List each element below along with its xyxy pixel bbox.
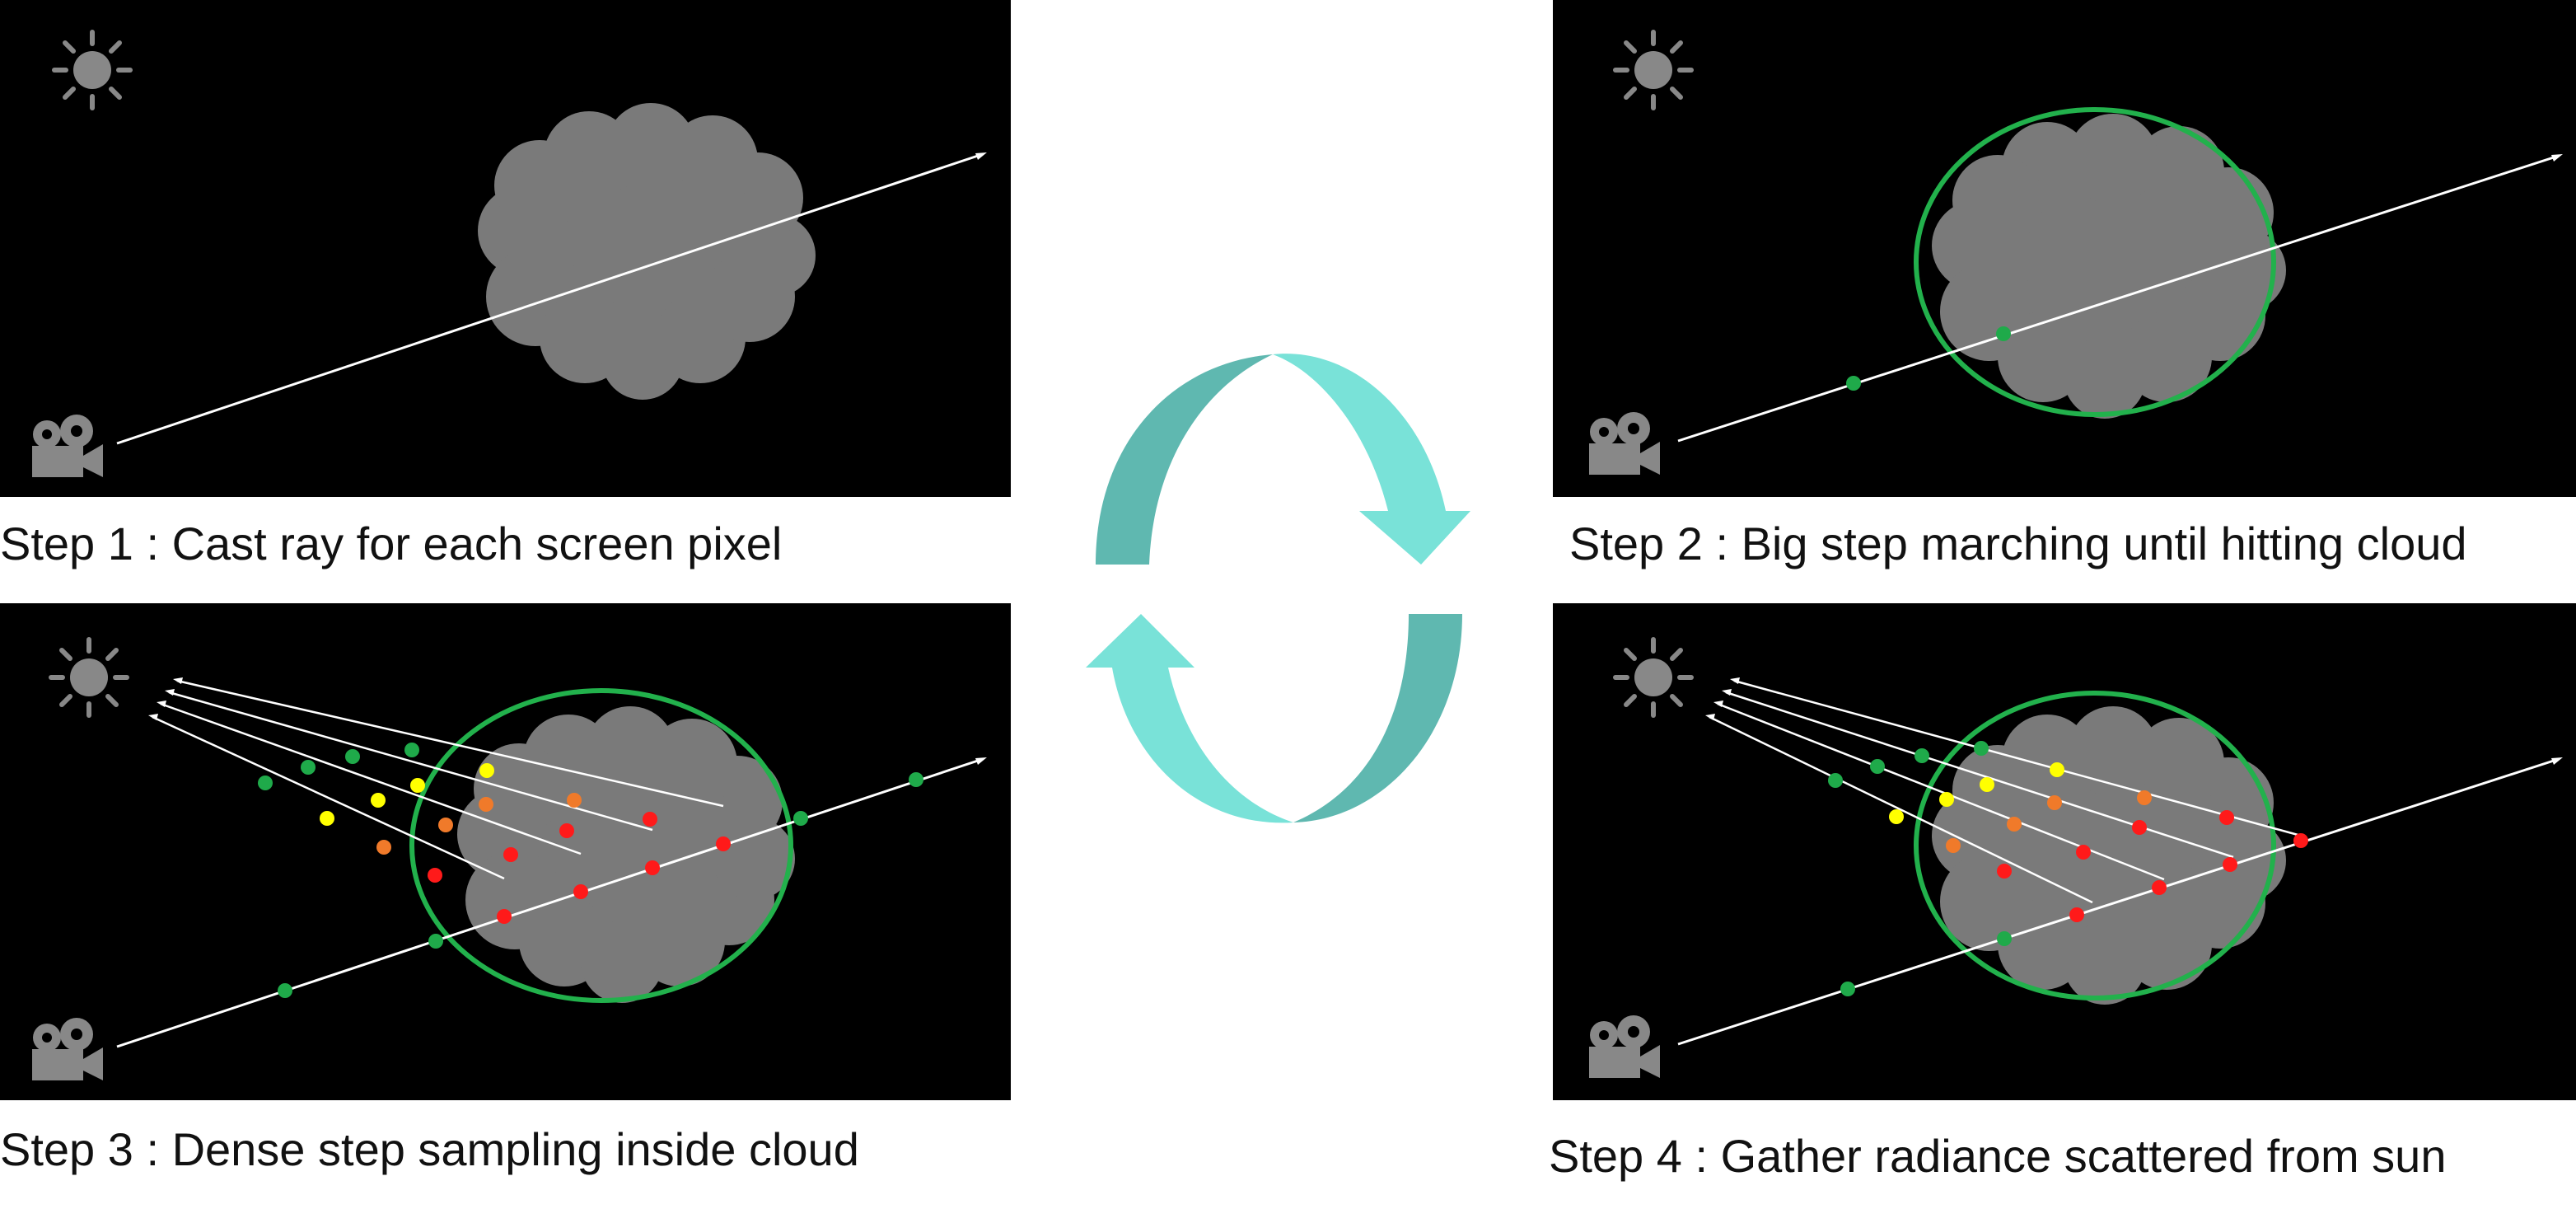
caption-step-1: Step 1 : Cast ray for each screen pixel: [0, 518, 783, 569]
cycle-arrow-bottom-left: [1086, 614, 1293, 823]
cycle-arrow-top-right: [1273, 354, 1470, 565]
panel-step-2: [1553, 0, 2576, 497]
big-step-sample: [1996, 326, 2011, 341]
panel-step-4: [1553, 603, 2576, 1100]
caption-step-3: Step 3 : Dense step sampling inside clou…: [0, 1123, 859, 1175]
panel-step-3: [0, 603, 1011, 1100]
samples: [258, 743, 923, 998]
panel-step-1: [0, 0, 1011, 497]
cloud: [478, 103, 816, 400]
cloud: [1932, 114, 2286, 419]
view-ray: [116, 758, 981, 1048]
view-ray: [1677, 758, 2557, 1046]
cycle-arrow-top-left: [1096, 354, 1273, 565]
camera-icon: [32, 415, 103, 477]
sun-icon: [52, 30, 133, 110]
big-step-sample: [1846, 376, 1861, 391]
bounding-ellipse: [1914, 691, 2276, 1000]
camera-icon: [1589, 1015, 1660, 1078]
cycle-arrows: [1071, 338, 1483, 841]
sun-icon: [1613, 637, 1694, 718]
caption-step-4: Step 4 : Gather radiance scattered from …: [1549, 1130, 2447, 1182]
caption-step-2: Step 2 : Big step marching until hitting…: [1569, 518, 2467, 569]
view-ray: [116, 153, 981, 445]
camera-icon: [1589, 412, 1660, 475]
bounding-ellipse: [1914, 107, 2276, 417]
camera-icon: [32, 1018, 103, 1080]
bounding-ellipse: [409, 688, 793, 1003]
view-ray: [1677, 155, 2557, 443]
cycle-arrow-bottom-right: [1293, 614, 1462, 822]
samples: [1828, 741, 2308, 996]
sun-icon: [49, 637, 129, 718]
sun-icon: [1613, 30, 1694, 110]
